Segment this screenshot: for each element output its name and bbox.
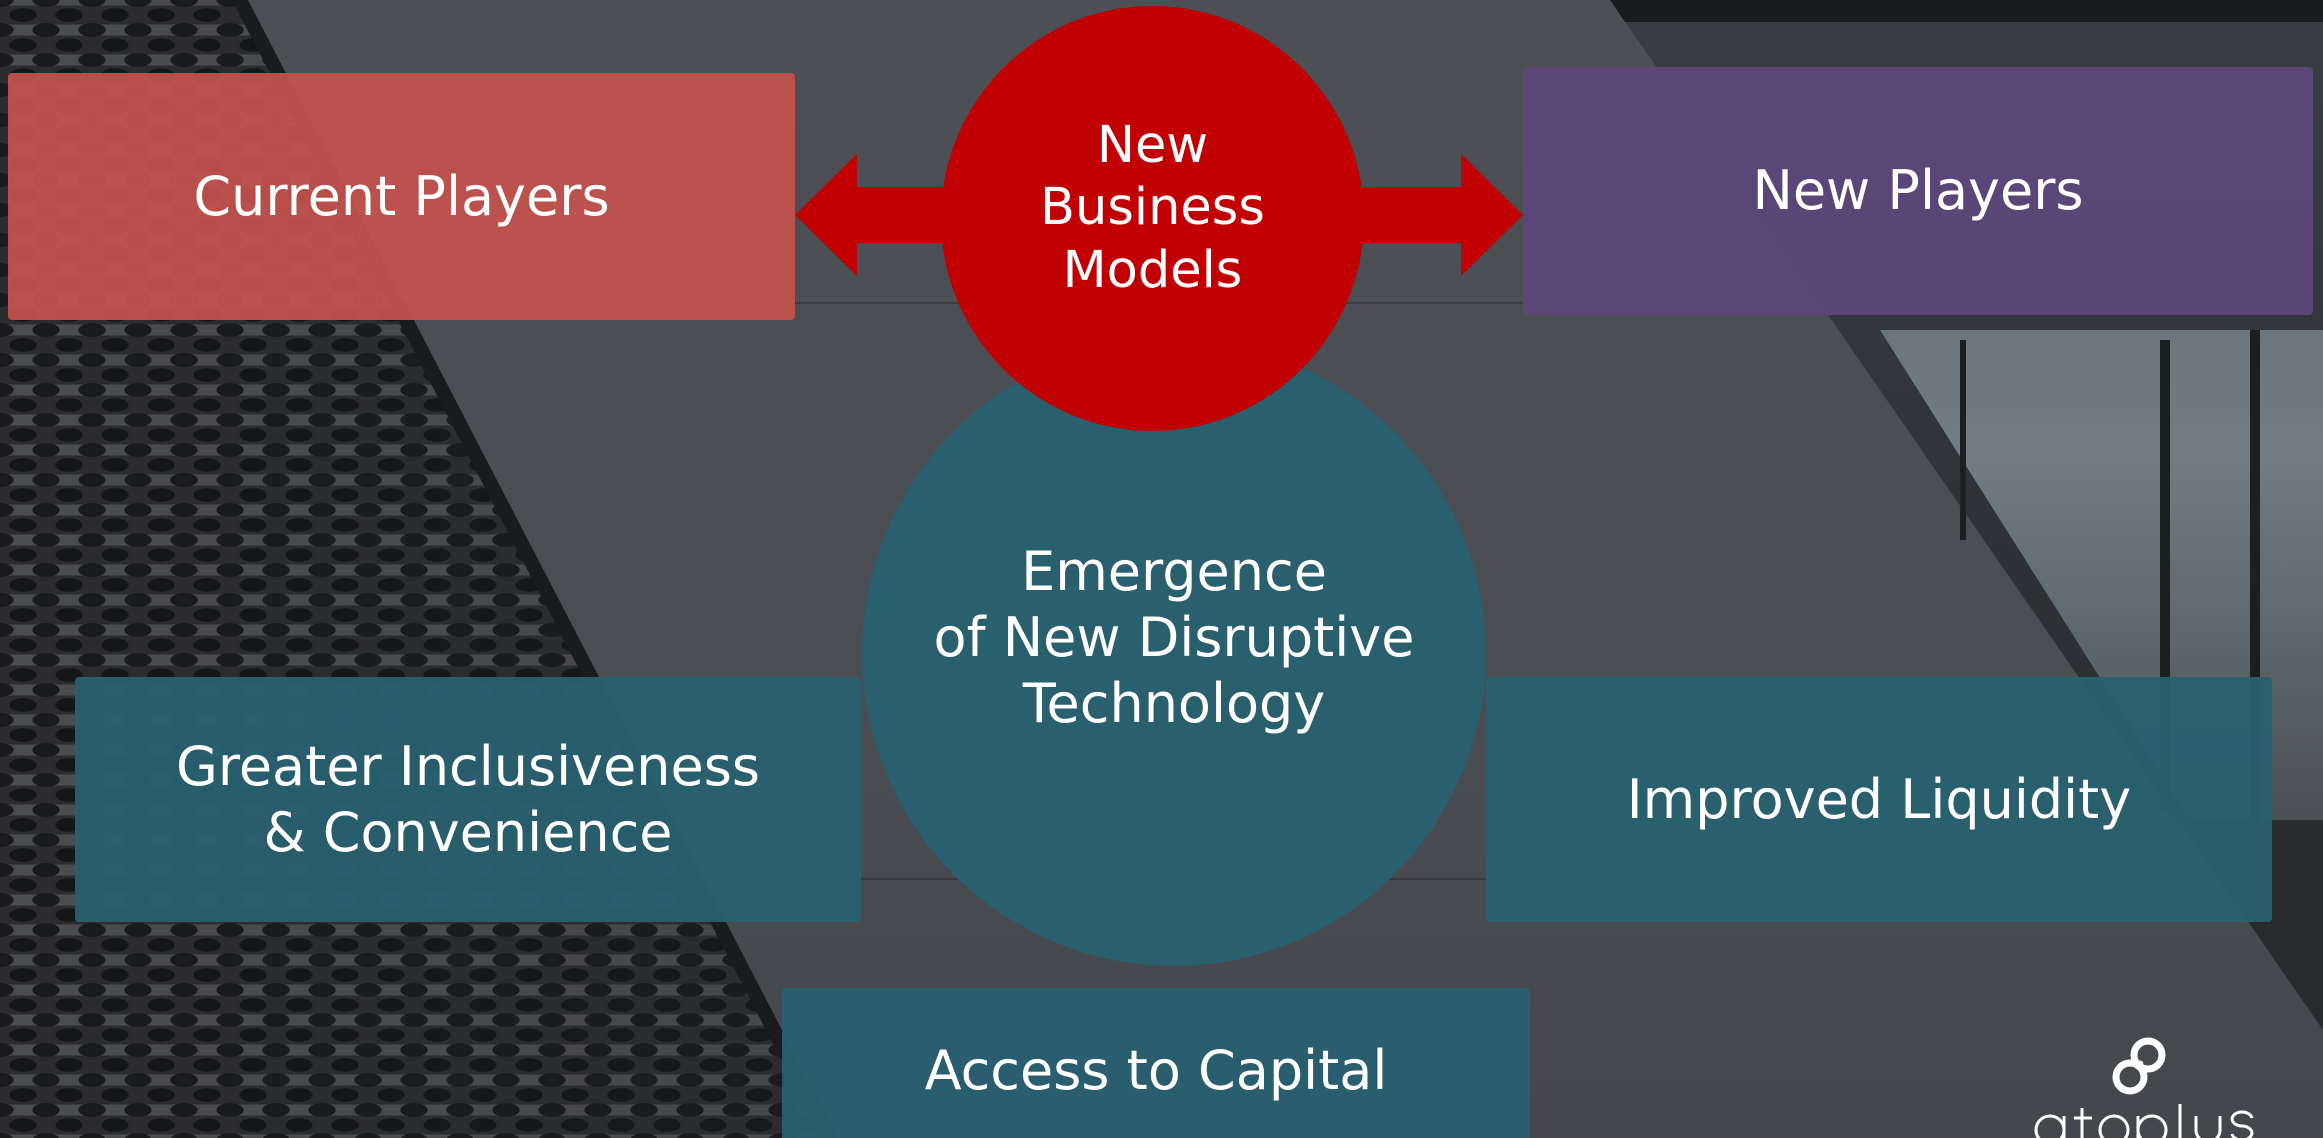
atoplus-logo (2034, 1037, 2254, 1138)
new-players-label: New Players (1752, 159, 2084, 223)
greater-inclusiveness-box: Greater Inclusiveness & Convenience (75, 677, 861, 922)
current-players-box: Current Players (8, 73, 795, 320)
emergence-technology-circle: Emergence of New Disruptive Technology (862, 340, 1486, 966)
new-business-models-circle: New Business Models (941, 6, 1364, 431)
logo-wordmark (2034, 1104, 2254, 1138)
background-window-mullion (2250, 330, 2260, 820)
background-window-mullion (1960, 340, 1966, 540)
new-business-models-label: New Business Models (1040, 116, 1265, 300)
access-to-capital-label: Access to Capital (924, 1039, 1388, 1102)
greater-inclusiveness-label: Greater Inclusiveness & Convenience (175, 734, 761, 864)
background-window-mullion (2160, 340, 2170, 810)
current-players-label: Current Players (193, 164, 610, 228)
emergence-technology-label: Emergence of New Disruptive Technology (933, 540, 1415, 735)
improved-liquidity-label: Improved Liquidity (1626, 767, 2132, 831)
access-to-capital-box: Access to Capital (782, 988, 1530, 1138)
link-chain-icon (2112, 1037, 2166, 1095)
new-players-box: New Players (1523, 67, 2313, 315)
improved-liquidity-box: Improved Liquidity (1486, 677, 2272, 922)
